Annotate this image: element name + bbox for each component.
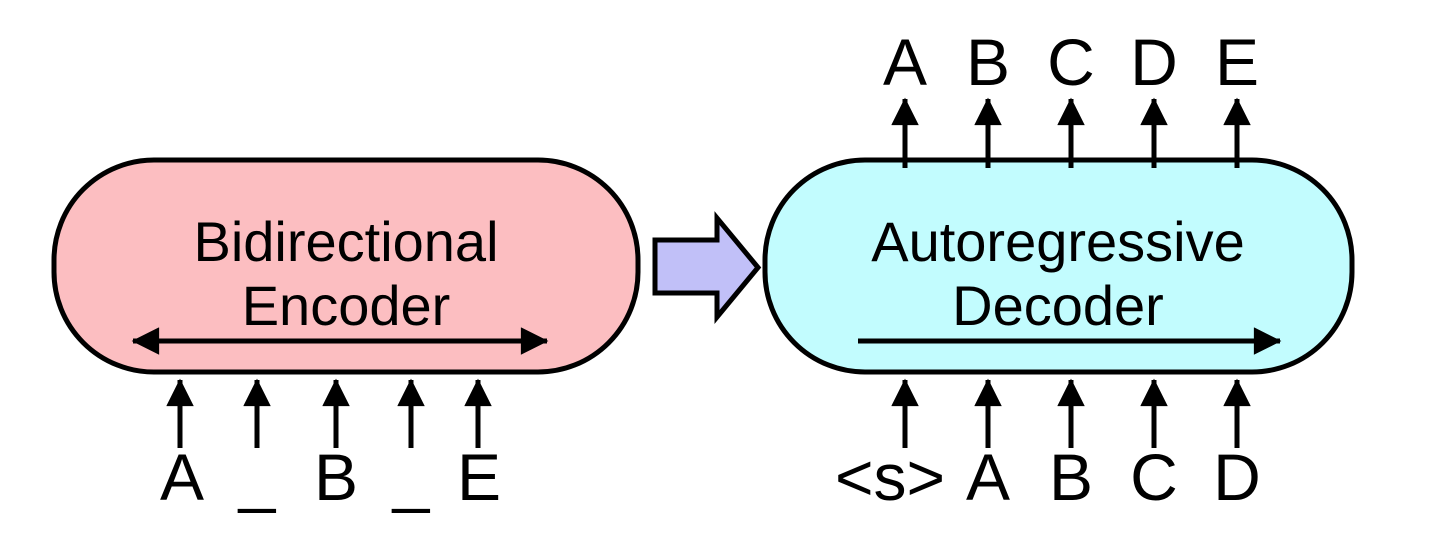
decoder-input-token: D	[1213, 440, 1261, 514]
encoder-box	[51, 157, 641, 375]
decoder-input-token: B	[1049, 440, 1093, 514]
decoder-output-token: E	[1215, 25, 1259, 99]
decoder-input-token: <s>	[835, 440, 945, 514]
encoder-input-token: A	[160, 440, 204, 514]
decoder-title-line1: Autoregressive	[871, 210, 1245, 273]
decoder-title-line2: Decoder	[952, 274, 1164, 337]
decoder-box	[762, 157, 1355, 375]
encoder-input-token: E	[457, 440, 501, 514]
encoder-input-token: _	[392, 440, 431, 514]
encoder-title-line1: Bidirectional	[193, 210, 498, 273]
decoder-output-token: A	[883, 25, 927, 99]
decoder-input-token: A	[966, 440, 1010, 514]
encoder-input-token: B	[314, 440, 358, 514]
decoder-output-token: C	[1047, 25, 1095, 99]
encoder-to-decoder-arrow	[652, 211, 762, 324]
decoder-output-token: D	[1130, 25, 1178, 99]
decoder-output-token: B	[966, 25, 1010, 99]
encoder-input-token: _	[238, 440, 277, 514]
decoder-input-token: C	[1130, 440, 1178, 514]
encoder-title-line2: Encoder	[242, 274, 451, 337]
